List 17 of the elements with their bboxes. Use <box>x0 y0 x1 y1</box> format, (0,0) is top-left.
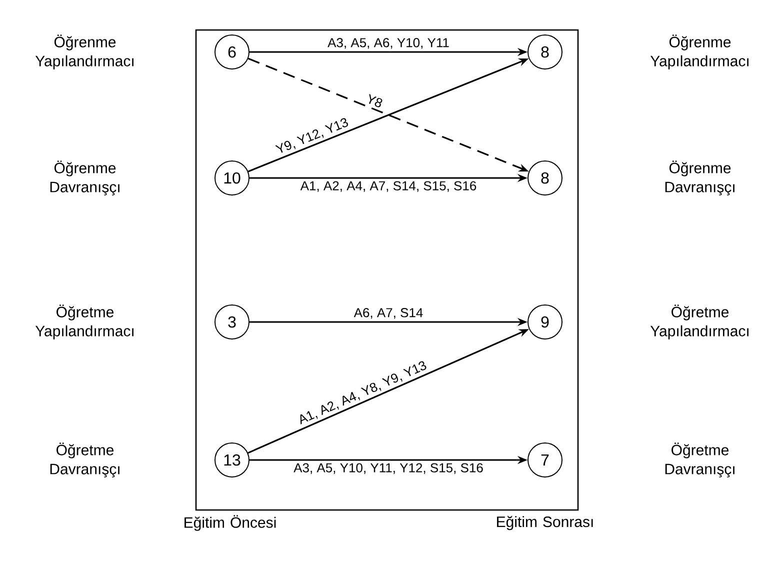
edge-label: Y8 <box>364 92 385 110</box>
side-label: Öğrenme Yapılandırmacı <box>650 34 748 70</box>
side-label: Öğrenme Davranışçı <box>50 160 120 196</box>
axis-caption: Eğitim Öncesi <box>184 515 276 531</box>
edge-label: A1, A2, A4, A7, S14, S15, S16 <box>299 180 478 193</box>
side-label: Öğrenme Yapılandırmacı <box>35 34 134 70</box>
axis-caption: Eğitim Sonrası <box>497 516 593 530</box>
side-label: Öğretme Yapılandırmacı <box>35 304 134 340</box>
edge-label: A3, A5, A6, Y10, Y11 <box>326 37 450 50</box>
side-label: Öğretme Davranışçı <box>665 442 734 478</box>
edge-label: A6, A7, S14 <box>352 307 424 320</box>
side-label: Öğretme Yapılandırmacı <box>650 304 748 340</box>
edge-label: Y9, Y12, Y13 <box>274 116 352 157</box>
edge-label: A1, A2, A4, Y8, Y9, Y13 <box>296 358 430 428</box>
edge-label: A3, A5, Y10, Y11, Y12, S15, S16 <box>292 462 484 475</box>
side-label: Öğrenme Davranışçı <box>665 160 734 196</box>
side-label: Öğretme Davranışçı <box>50 442 120 478</box>
